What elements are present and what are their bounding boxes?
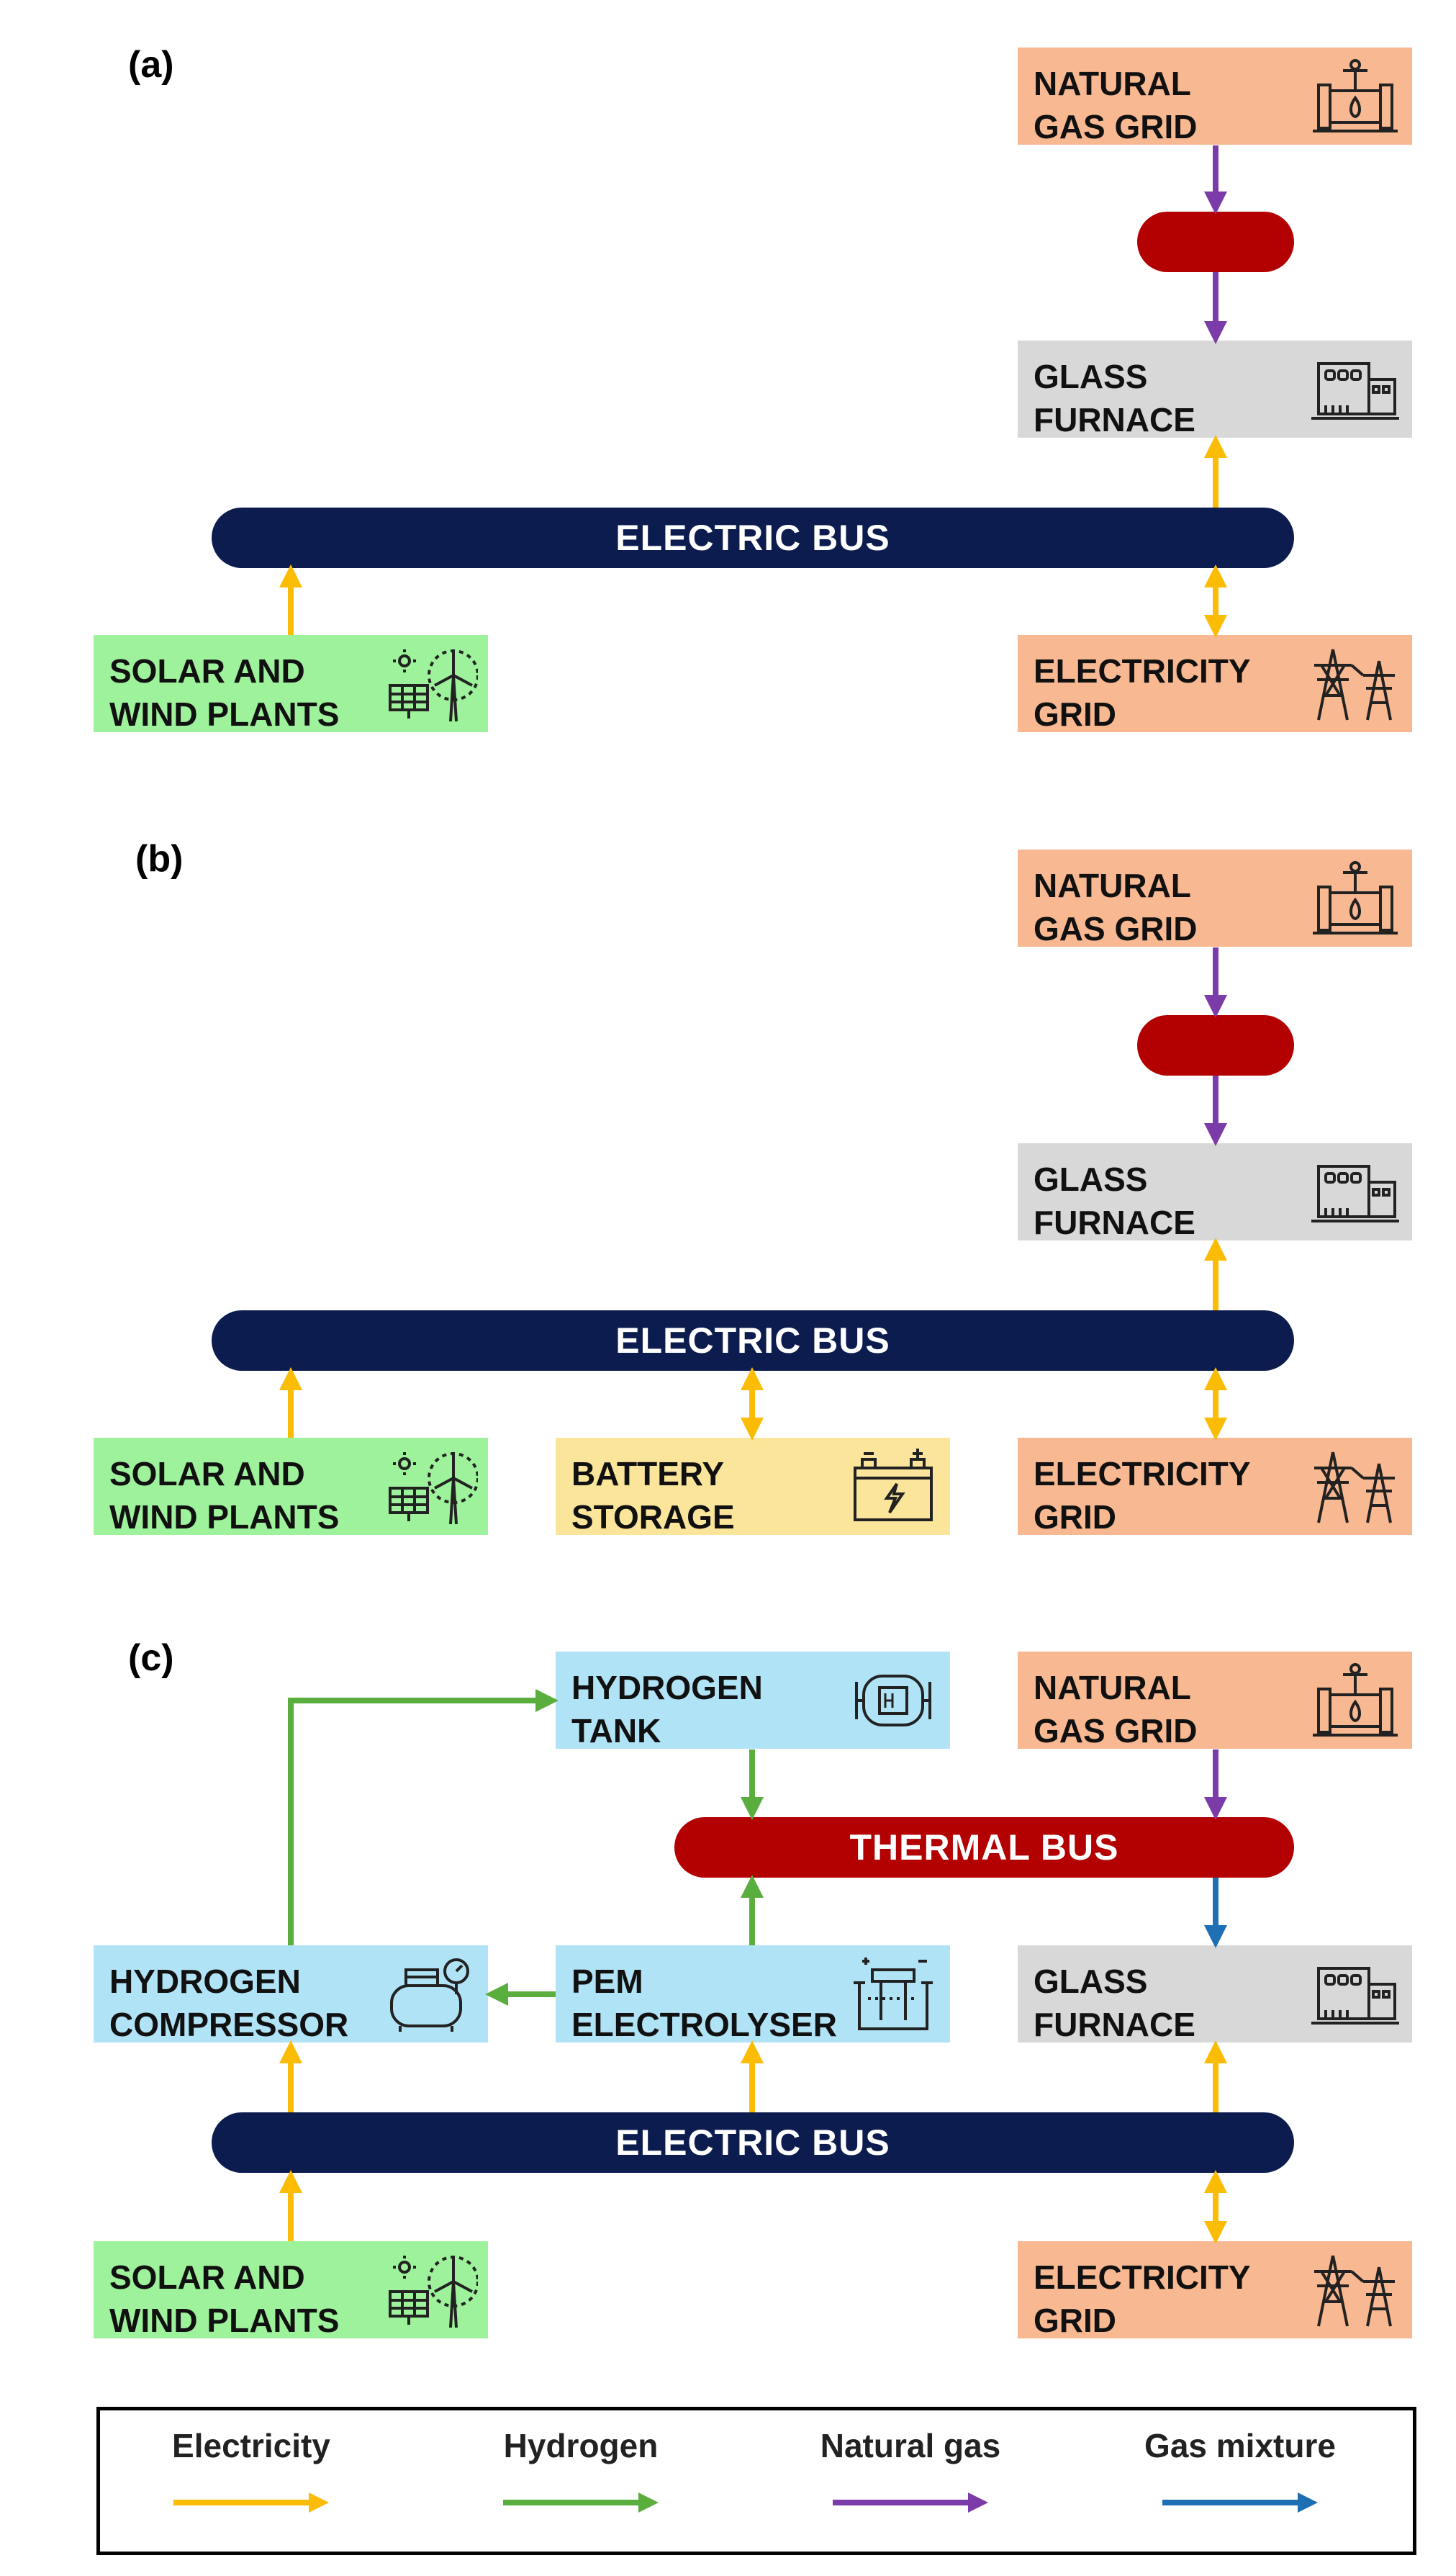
power-pylon-icon [1314,2255,1395,2327]
glass-furnace-box: GLASS FURNACE [1018,1143,1412,1241]
glass-furnace-box: GLASS FURNACE [1018,341,1412,438]
legend-electricity-label: Electricity [172,2427,330,2464]
hydrogen-tank-box: HYDROGEN TANK [556,1652,950,1749]
factory-icon [1311,1165,1399,1222]
panel-c-tag: (c) [128,1637,174,1679]
hydrogen-compressor-label: HYDROGEN COMPRESSOR [109,1963,349,2043]
gas-valve-icon [1313,861,1398,935]
legend-natural-gas-label: Natural gas [820,2427,1001,2464]
legend: Electricity Hydrogen Natural gas Gas mix… [96,2407,1416,2555]
solar-wind-icon [389,649,478,722]
glass-furnace-label: GLASS FURNACE [1034,358,1195,438]
legend-hydrogen-label: Hydrogen [503,2427,659,2464]
legend-gas-mixture: Gas mixture [1132,2410,1348,2554]
natural-gas-grid-box: NATURAL GAS GRID [1018,48,1412,145]
glass-furnace-box: GLASS FURNACE [1018,1945,1412,2043]
battery-icon [854,1449,933,1521]
legend-electricity: Electricity [143,2410,359,2554]
hydrogen-tank-icon [855,1675,931,1726]
electricity-grid-label: ELECTRICITY GRID [1034,1455,1251,1536]
legend-gas-mixture-label: Gas mixture [1144,2427,1336,2464]
electricity-grid-box: ELECTRICITY GRID [1018,635,1412,733]
factory-icon [1311,362,1399,420]
electrolyser-icon [854,1958,933,2030]
electric-bus: ELECTRIC BUS [212,508,1294,568]
gas-valve-icon [1313,59,1398,132]
natural-gas-grid-label: NATURAL GAS GRID [1034,65,1198,145]
natural-gas-grid-label: NATURAL GAS GRID [1034,1669,1198,1749]
natural-gas-grid-box: NATURAL GAS GRID [1018,850,1412,947]
solar-wind-plants-label: SOLAR AND WIND PLANTS [109,1455,340,1536]
power-pylon-icon [1314,649,1395,721]
battery-storage-label: BATTERY STORAGE [571,1455,735,1536]
solar-wind-plants-box: SOLAR AND WIND PLANTS [94,635,488,733]
gas-valve-icon [1313,1663,1398,1737]
legend-hydrogen: Hydrogen [473,2410,689,2554]
gas-junction-node [1137,212,1294,272]
electricity-grid-box: ELECTRICITY GRID [1018,2241,1412,2339]
battery-storage-box: BATTERY STORAGE [556,1438,950,1536]
solar-wind-plants-label: SOLAR AND WIND PLANTS [109,652,340,733]
glass-furnace-label: GLASS FURNACE [1034,1161,1195,1241]
power-pylon-icon [1314,1451,1395,1523]
pem-electrolyser-label: PEM ELECTROLYSER [571,1963,837,2043]
factory-icon [1311,1967,1399,2025]
solar-wind-plants-label: SOLAR AND WIND PLANTS [109,2258,340,2339]
hydrogen-compressor-box: HYDROGEN COMPRESSOR [94,1945,488,2043]
electricity-grid-label: ELECTRICITY GRID [1034,652,1251,733]
glass-furnace-label: GLASS FURNACE [1034,1963,1195,2043]
compressor-icon [390,1958,469,2032]
electricity-grid-label: ELECTRICITY GRID [1034,2258,1251,2339]
thermal-bus: THERMAL BUS [674,1817,1294,1878]
legend-natural-gas: Natural gas [802,2410,1018,2554]
solar-wind-icon [389,2256,478,2328]
solar-wind-plants-box: SOLAR AND WIND PLANTS [94,2241,488,2339]
solar-wind-plants-box: SOLAR AND WIND PLANTS [94,1438,488,1536]
pem-electrolyser-box: PEM ELECTROLYSER [556,1945,950,2043]
natural-gas-grid-box: NATURAL GAS GRID [1018,1652,1412,1749]
panel-a-tag: (a) [128,44,174,86]
electric-bus: ELECTRIC BUS [212,2112,1294,2173]
panel-b-tag: (b) [135,838,184,880]
electricity-grid-box: ELECTRICITY GRID [1018,1438,1412,1536]
electric-bus: ELECTRIC BUS [212,1310,1294,1371]
gas-junction-node [1137,1015,1294,1076]
hydrogen-tank-label: HYDROGEN TANK [571,1669,763,1749]
natural-gas-grid-label: NATURAL GAS GRID [1034,867,1198,947]
arrow-compressor-to-tank [288,1689,559,1945]
solar-wind-icon [389,1452,478,1525]
